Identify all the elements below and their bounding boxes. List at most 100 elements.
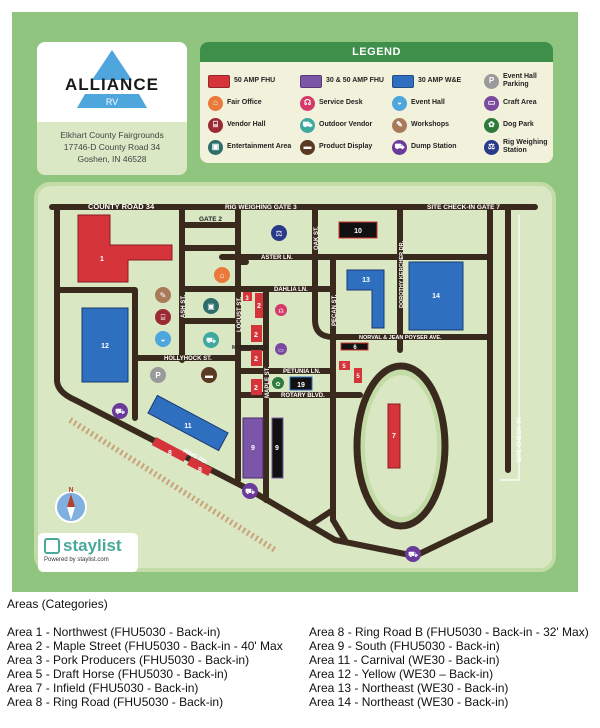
- entertainment-area-icon[interactable]: ▣: [203, 298, 219, 314]
- scale-icon: ⚖: [484, 139, 499, 155]
- legend-label: 30 & 50 AMP FHU: [326, 77, 384, 84]
- dump-station-icon[interactable]: ⛟: [112, 403, 128, 419]
- area-12[interactable]: [81, 307, 129, 383]
- parking-icon: P: [484, 73, 499, 89]
- svg-text:▬: ▬: [205, 371, 213, 380]
- area-6[interactable]: [340, 342, 369, 351]
- area-8[interactable]: [187, 456, 213, 477]
- svg-text:☊: ☊: [278, 308, 283, 315]
- area-19[interactable]: [289, 376, 313, 391]
- paw-icon: ✿: [484, 117, 499, 133]
- event-hall-parking-icon[interactable]: P: [150, 367, 166, 383]
- road-label-county-road: COUNTY ROAD 34: [88, 202, 155, 211]
- color-swatch: [300, 74, 322, 88]
- svg-text:⌸: ⌸: [161, 313, 166, 322]
- color-swatch: [208, 74, 230, 88]
- area-2[interactable]: [251, 325, 262, 342]
- staylist-logo-icon: [44, 538, 60, 554]
- dump-station-icon[interactable]: ⛟: [405, 546, 421, 562]
- railway: [68, 417, 277, 553]
- legend-label: Outdoor Vendor: [319, 121, 373, 128]
- service-desk-icon[interactable]: ☊: [275, 304, 287, 316]
- area-label: 9: [251, 445, 255, 452]
- track-infield: [365, 375, 437, 517]
- areas-list: Areas (Categories) Area 1 - Northwest (F…: [7, 597, 600, 709]
- area-label: 12: [101, 343, 109, 350]
- area-list-item: Area 8 - Ring Road (FHU5030 - Back-in): [7, 695, 224, 709]
- road-label-maple: MAPLE ST.: [265, 366, 271, 398]
- legend-item: ✎Workshops: [392, 114, 484, 136]
- legend-item: ◒Event Hall: [392, 92, 484, 114]
- area-5[interactable]: [339, 361, 350, 370]
- area-2[interactable]: [251, 350, 262, 366]
- area-2[interactable]: [251, 379, 262, 395]
- area-labels: 1 12 13 14 10 6 19 3 2 2 2 2 5 5 9 9 11 …: [100, 228, 440, 474]
- area-5[interactable]: [354, 368, 362, 383]
- dog-park-icon[interactable]: ✿: [272, 377, 284, 389]
- legend-label: Vendor Hall: [227, 121, 266, 128]
- area-8[interactable]: [151, 437, 188, 462]
- legend-item: ⛟Dump Station: [392, 136, 484, 158]
- entertainment-icon: ▣: [208, 139, 223, 155]
- area-9-purple[interactable]: [242, 417, 264, 479]
- area-label: 2: [254, 332, 258, 339]
- legend-item: ▬Product Display: [300, 136, 392, 158]
- road-label-rotary: ROTARY BLVD.: [281, 393, 325, 399]
- outdoor-vendor-icon[interactable]: ⛟: [203, 332, 219, 348]
- area-list-item: Area 3 - Pork Producers (FHU5030 - Back-…: [7, 653, 250, 667]
- fair-office-icon[interactable]: ⌂: [214, 267, 230, 283]
- roads: [49, 204, 538, 560]
- area-label: 6: [353, 345, 357, 351]
- area-1[interactable]: [77, 214, 173, 283]
- staylist-badge[interactable]: staylist Powered by staylist.com: [38, 533, 138, 572]
- area-label: 10: [354, 228, 362, 235]
- address-line: Goshen, IN 46528: [77, 154, 147, 164]
- svg-text:⚖: ⚖: [275, 229, 282, 238]
- workshops-icon[interactable]: ✎: [155, 287, 171, 303]
- area-label: 11: [184, 423, 192, 430]
- product-display-icon[interactable]: ▬: [201, 367, 217, 383]
- area-10[interactable]: [338, 221, 378, 239]
- event-hall-icon[interactable]: ◒: [155, 331, 171, 347]
- area-11[interactable]: [147, 394, 229, 452]
- area-2[interactable]: [255, 293, 263, 318]
- rig-weighing-station-icon[interactable]: ⚖: [271, 225, 287, 241]
- area-label: 14: [432, 293, 440, 300]
- area-list-item: Area 8 - Ring Road B (FHU5030 - Back-in …: [309, 625, 589, 639]
- road-label-locust: LOCUST ST.: [237, 297, 243, 332]
- area-7[interactable]: [387, 403, 401, 469]
- area-list-item: Area 1 - Northwest (FHU5030 - Back-in): [7, 625, 221, 639]
- svg-text:⛟: ⛟: [115, 407, 125, 416]
- legend-item: ⌸ Vendor Hall: [208, 114, 300, 136]
- legend-item: 30 & 50 AMP FHU: [300, 70, 392, 92]
- compass-icon: N: [55, 487, 87, 523]
- area-9-black[interactable]: [271, 417, 284, 479]
- vendor-hall-icon[interactable]: ⌸: [155, 309, 171, 325]
- area-13[interactable]: [346, 269, 385, 329]
- logo-brand: ALLIANCE: [65, 75, 159, 94]
- svg-text:▭: ▭: [278, 348, 284, 354]
- road-label-gate2: GATE 2: [199, 216, 222, 223]
- legend-label: Event Hall: [411, 99, 445, 106]
- staylist-powered: Powered by staylist.com: [44, 557, 109, 563]
- craft-area-icon[interactable]: ▭: [275, 343, 287, 355]
- legend-item: ✿Dog Park: [484, 114, 553, 136]
- road-label-marigold: MARIGOLD LN.: [232, 345, 269, 351]
- road-label-hollyhock: HOLLYHOCK ST.: [164, 356, 212, 362]
- areas-column-right: Area 8 - Ring Road B (FHU5030 - Back-in …: [309, 625, 600, 709]
- area-14[interactable]: [408, 261, 464, 331]
- area-label: 5: [356, 374, 360, 380]
- area-label: 2: [254, 385, 258, 392]
- area-3[interactable]: [243, 292, 252, 301]
- legend-item: ⛟Outdoor Vendor: [300, 114, 392, 136]
- house-icon: ⌂: [208, 95, 223, 111]
- road-label-pecan: PECAN ST.: [332, 294, 338, 326]
- dump-station-icon[interactable]: ⛟: [242, 483, 258, 499]
- svg-text:⛟: ⛟: [245, 487, 255, 496]
- area-label: 3: [245, 296, 249, 302]
- rv-icon: ▬: [300, 139, 315, 155]
- storefront-icon: ⌸: [208, 117, 223, 133]
